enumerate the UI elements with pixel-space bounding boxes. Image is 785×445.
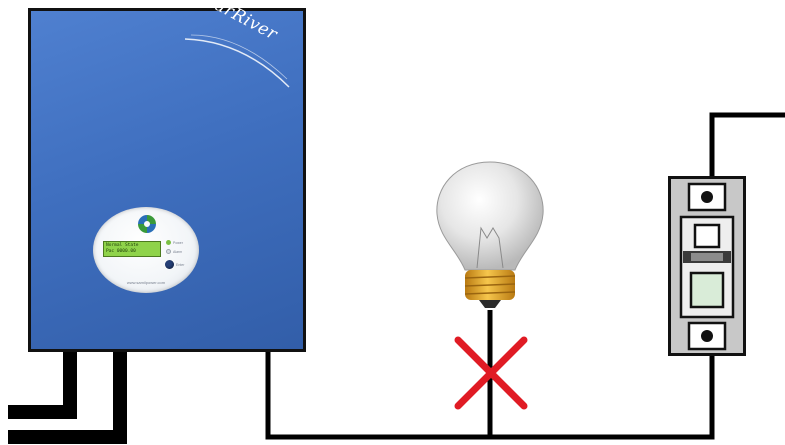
solar-inverter: SolarRiver Normal State Pac 0000.00 Powe… bbox=[28, 0, 306, 352]
dc-input-cable-1 bbox=[8, 350, 77, 419]
power-led-icon bbox=[166, 240, 171, 245]
brand-swoosh-icon bbox=[184, 34, 290, 88]
lcd-line-2: Pac 0000.00 bbox=[106, 249, 136, 254]
light-bulb-icon bbox=[436, 161, 544, 308]
circuit-breaker bbox=[668, 176, 746, 356]
circuit-breaker-icon bbox=[679, 182, 735, 351]
fault-cross-icon bbox=[454, 336, 528, 410]
enter-button[interactable] bbox=[165, 260, 174, 269]
alarm-label: Alarm bbox=[173, 250, 183, 254]
lcd-line-1: Normal State bbox=[106, 243, 139, 248]
alarm-led-icon bbox=[166, 249, 171, 254]
enter-label: Enter bbox=[176, 263, 185, 267]
control-panel: Normal State Pac 0000.00 Power Alarm Ent… bbox=[93, 207, 199, 293]
samil-logo-icon bbox=[138, 215, 156, 233]
dc-input-cable-2 bbox=[8, 350, 127, 444]
grid-wire bbox=[709, 112, 785, 178]
website-text: www.samilpower.com bbox=[126, 280, 166, 285]
lcd-display: Normal State Pac 0000.00 bbox=[103, 241, 161, 257]
power-label: Power bbox=[173, 241, 183, 245]
